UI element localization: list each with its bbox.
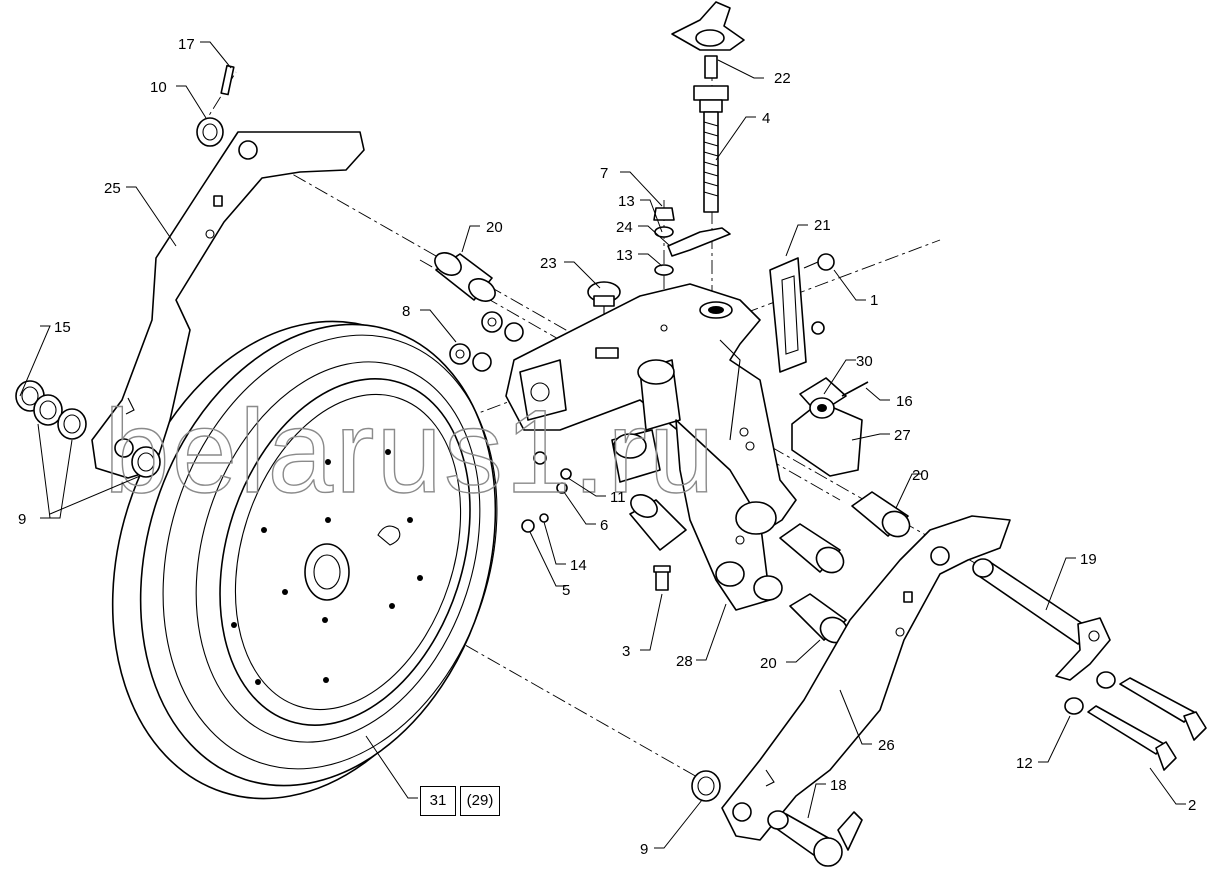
callout-30: 30 (856, 353, 873, 370)
callout-20-right: 20 (912, 467, 929, 484)
bolts (1064, 671, 1207, 771)
wheel-bolt-holes (231, 449, 423, 685)
callout-18: 18 (830, 777, 847, 794)
callout-24: 24 (616, 219, 633, 236)
adjust-handle (671, 1, 745, 79)
callout-28: 28 (676, 653, 693, 670)
bushings (629, 491, 911, 644)
knob (587, 281, 621, 320)
callout-4: 4 (762, 110, 770, 127)
callout-14: 14 (570, 557, 587, 574)
callout-20-bottom: 20 (760, 655, 777, 672)
adjust-block (791, 377, 869, 477)
pivot-pin (691, 770, 863, 867)
callout-17: 17 (178, 36, 195, 53)
callout-20-top: 20 (486, 219, 503, 236)
boxed-label-29: (29) (460, 786, 500, 816)
adjust-rod (693, 85, 729, 213)
callout-8: 8 (402, 303, 410, 320)
small-fasteners (521, 451, 671, 591)
callout-25: 25 (104, 180, 121, 197)
callout-3: 3 (622, 643, 630, 660)
gauge-wheel (111, 320, 498, 800)
watermark: belarus1.ru (104, 386, 716, 518)
nuts-left (449, 311, 524, 372)
scale-plate (769, 253, 835, 373)
callout-15: 15 (54, 319, 71, 336)
callout-11: 11 (610, 489, 626, 506)
left-arm (91, 131, 365, 479)
callout-27: 27 (894, 427, 911, 444)
boxed-label-31: 31 (420, 786, 456, 816)
callout-10: 10 (150, 79, 167, 96)
bushing-top (434, 252, 496, 302)
callout-16: 16 (896, 393, 913, 410)
callout-1: 1 (870, 292, 878, 309)
callout-12: 12 (1016, 755, 1033, 772)
callout-9-left: 9 (18, 511, 26, 528)
callout-5: 5 (562, 582, 570, 599)
right-arm (721, 515, 1011, 841)
callout-21: 21 (814, 217, 831, 234)
callout-7: 7 (600, 165, 608, 182)
pin-stack (653, 207, 731, 276)
linkage (675, 419, 777, 611)
callout-13-upper: 13 (618, 193, 635, 210)
callout-6: 6 (600, 517, 608, 534)
callout-13-lower: 13 (616, 247, 633, 264)
leader-lines (19, 41, 1186, 849)
callout-26: 26 (878, 737, 895, 754)
callout-23: 23 (540, 255, 557, 272)
callout-labels: 17 10 25 15 9 22 4 7 13 24 13 20 23 21 1… (18, 36, 1196, 858)
callout-2: 2 (1188, 797, 1196, 814)
callout-9-bottom: 9 (640, 841, 648, 858)
shaft (972, 558, 1111, 681)
callout-22: 22 (774, 70, 791, 87)
callout-19: 19 (1080, 551, 1097, 568)
